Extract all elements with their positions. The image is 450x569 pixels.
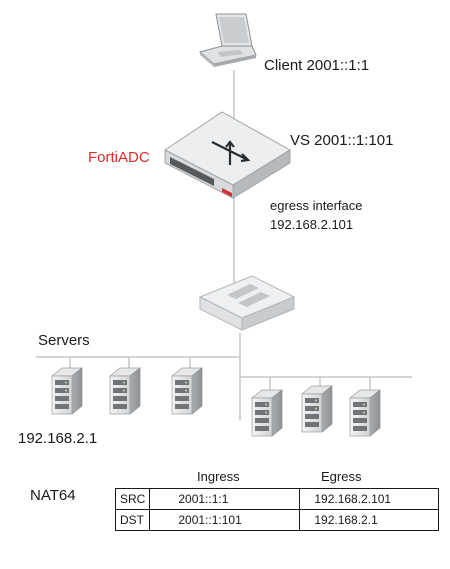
server-icon: [349, 389, 381, 437]
server-icon: [251, 389, 283, 437]
vs-label: VS 2001::1:101: [290, 132, 394, 149]
server-icon: [109, 367, 141, 415]
server-icon: [171, 367, 203, 415]
egress-ip-label: 192.168.2.101: [270, 217, 354, 232]
nat64-table: SRC 2001::1:1 192.168.2.101 DST 2001::1:…: [114, 488, 440, 531]
table-row: SRC 2001::1:1 192.168.2.101: [114, 488, 440, 510]
servers-label: Servers: [38, 332, 90, 349]
table-cell: 2001::1:1: [149, 488, 301, 510]
column-header-egress: Egress: [321, 469, 362, 484]
nat64-title: NAT64: [30, 487, 76, 504]
fortiadc-label: FortiADC: [88, 149, 150, 166]
fortiadc-appliance-icon: [164, 111, 291, 199]
table-cell: 192.168.2.1: [299, 509, 440, 531]
server-icon: [301, 385, 333, 433]
server-ip-label: 192.168.2.1: [18, 430, 98, 447]
table-cell: 192.168.2.101: [299, 488, 440, 510]
egress-interface-label: egress interface: [270, 198, 363, 213]
client-label: Client 2001::1:1: [264, 57, 370, 74]
server-icon: [51, 367, 83, 415]
laptop-icon: [198, 13, 257, 67]
column-header-ingress: Ingress: [197, 469, 240, 484]
table-cell: 2001::1:101: [149, 509, 301, 531]
row-header: SRC: [114, 488, 151, 510]
row-header: DST: [114, 509, 151, 531]
network-switch-icon: [198, 275, 296, 331]
table-row: DST 2001::1:101 192.168.2.1: [114, 509, 440, 531]
